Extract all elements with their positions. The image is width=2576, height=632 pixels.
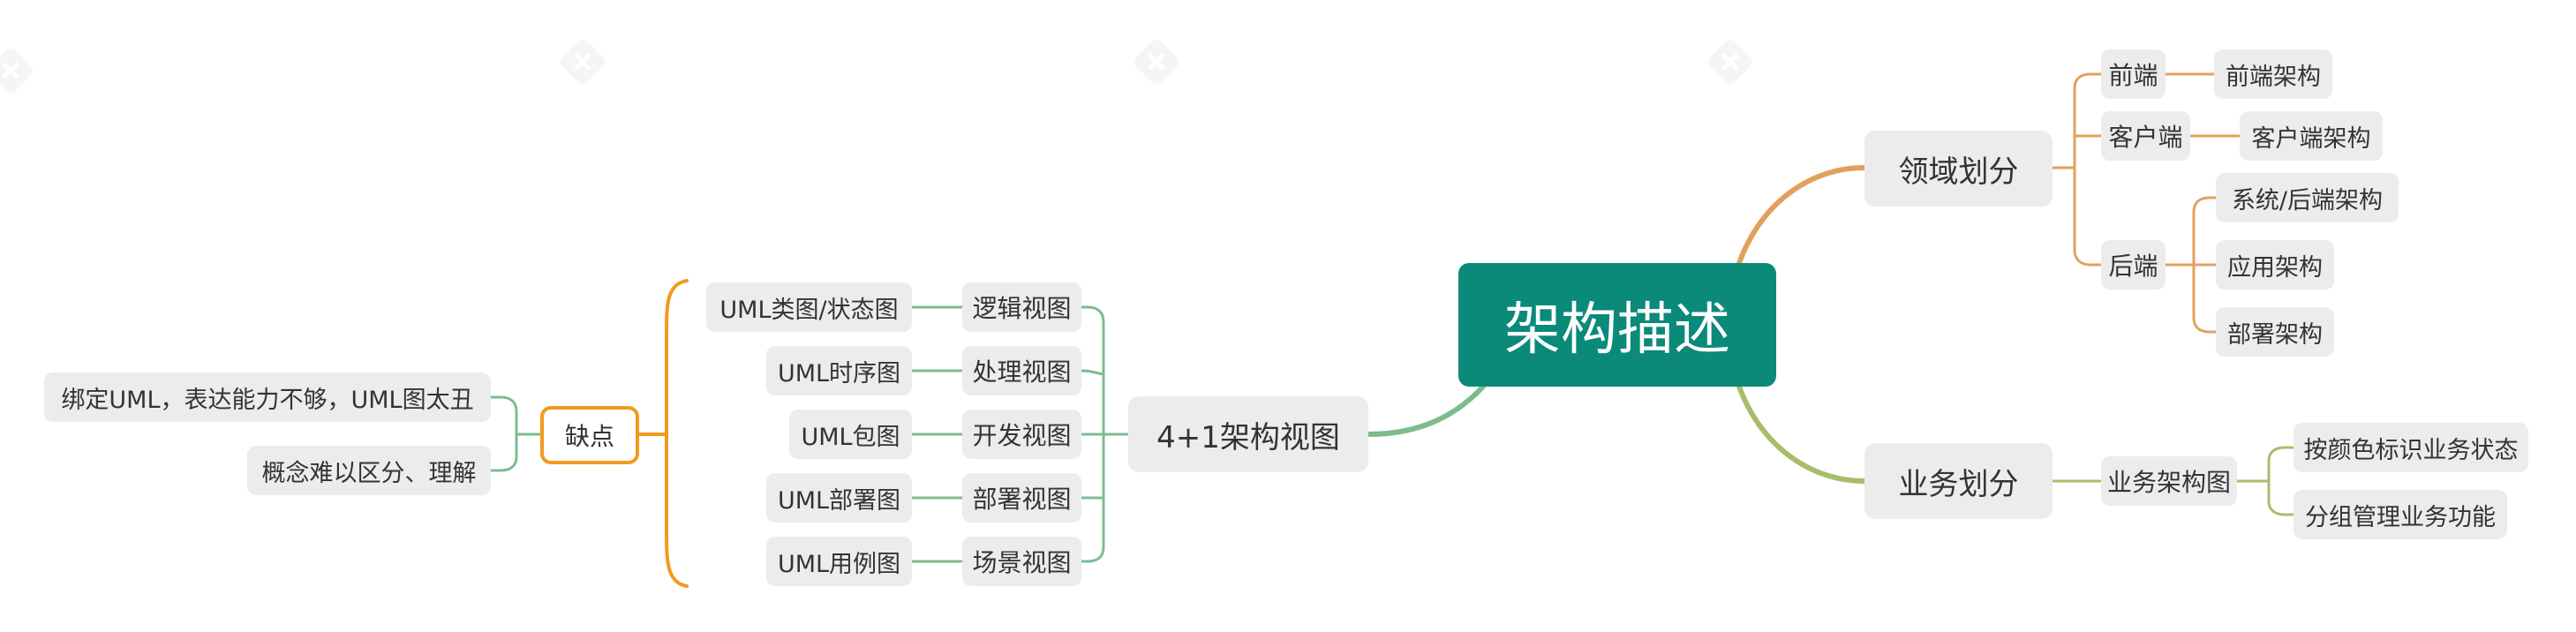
view-process[interactable]: 处理视图	[962, 346, 1081, 395]
leaf-client-architecture[interactable]: 客户端架构	[2240, 111, 2383, 161]
business-branch-lines	[2051, 446, 2295, 516]
uml-class-state[interactable]: UML类图/状态图	[706, 282, 912, 332]
xmind-watermark-icon	[1708, 40, 1752, 84]
leaf-deployment-architecture[interactable]: 部署架构	[2216, 307, 2334, 357]
view-development[interactable]: 开发视图	[962, 410, 1081, 459]
subtopic-backend[interactable]: 后端	[2101, 240, 2165, 290]
topic-drawbacks[interactable]: 缺点	[540, 406, 639, 464]
leaf-frontend-architecture[interactable]: 前端架构	[2214, 49, 2332, 99]
drawback-hard-concepts[interactable]: 概念难以区分、理解	[247, 446, 491, 495]
leaf-group-functions[interactable]: 分组管理业务功能	[2294, 490, 2507, 539]
uml-package[interactable]: UML包图	[789, 410, 912, 459]
views-branch-lines	[910, 305, 1130, 563]
drawback-uml-binding[interactable]: 绑定UML，表达能力不够，UML图太丑	[44, 372, 491, 422]
leaf-application-architecture[interactable]: 应用架构	[2216, 240, 2334, 290]
link-central-views	[1366, 384, 1486, 437]
topic-business[interactable]: 业务划分	[1864, 443, 2053, 519]
drawbacks-branch-lines	[489, 279, 689, 588]
leaf-backend-architecture[interactable]: 系统/后端架构	[2216, 173, 2399, 222]
xmind-watermark-icon	[561, 40, 605, 84]
topic-domain[interactable]: 领域划分	[1864, 131, 2053, 207]
central-topic[interactable]: 架构描述	[1458, 263, 1776, 387]
link-central-domain	[1736, 165, 1867, 266]
link-central-business	[1736, 384, 1867, 484]
xmind-watermark-icon	[1134, 40, 1179, 84]
uml-usecase[interactable]: UML用例图	[766, 537, 912, 586]
uml-deployment[interactable]: UML部署图	[766, 473, 912, 523]
leaf-color-status[interactable]: 按颜色标识业务状态	[2294, 423, 2528, 472]
subtopic-client[interactable]: 客户端	[2101, 111, 2190, 161]
view-deployment[interactable]: 部署视图	[962, 473, 1081, 523]
topic-4plus1-views[interactable]: 4+1架构视图	[1128, 396, 1368, 472]
view-logical[interactable]: 逻辑视图	[962, 282, 1081, 332]
uml-sequence[interactable]: UML时序图	[766, 346, 912, 395]
subtopic-business-diagram[interactable]: 业务架构图	[2101, 456, 2237, 506]
domain-branch-lines	[2051, 72, 2241, 334]
view-scenario[interactable]: 场景视图	[962, 537, 1081, 586]
subtopic-frontend[interactable]: 前端	[2101, 49, 2165, 99]
xmind-watermark-icon	[0, 49, 33, 93]
